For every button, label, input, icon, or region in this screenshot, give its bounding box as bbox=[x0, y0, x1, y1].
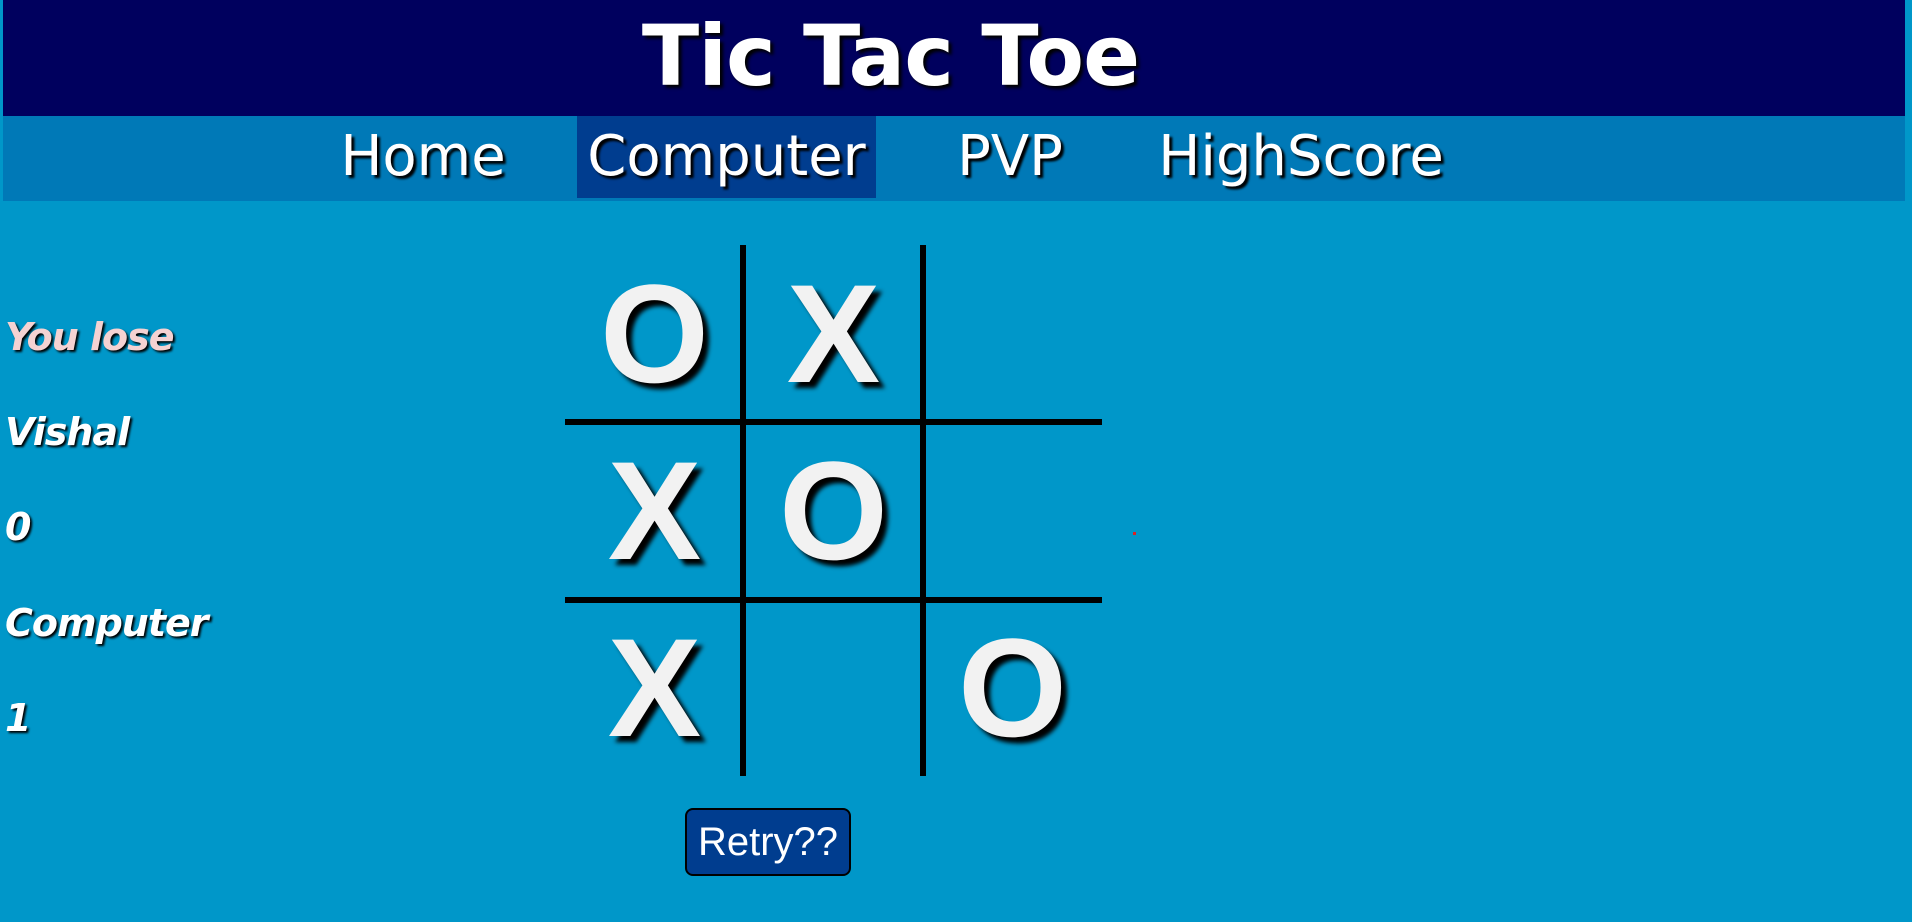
opponent-name: Computer bbox=[5, 601, 209, 645]
board-cell[interactable]: X bbox=[607, 609, 702, 766]
board-cell[interactable] bbox=[923, 245, 1102, 422]
grid-line-vertical bbox=[740, 245, 746, 776]
board-cell[interactable]: O bbox=[779, 432, 888, 589]
game-board: O X X O X O bbox=[565, 245, 1102, 776]
player-score: 0 bbox=[5, 505, 31, 549]
board-cell[interactable] bbox=[744, 599, 923, 776]
board-cell[interactable]: X bbox=[786, 255, 881, 412]
nav-item-highscore[interactable]: HighScore bbox=[1158, 124, 1444, 189]
grid-line-vertical bbox=[920, 245, 926, 776]
board-cell[interactable]: O bbox=[600, 255, 709, 412]
nav-item-computer[interactable]: Computer bbox=[577, 116, 876, 198]
game-result-text: You lose bbox=[5, 315, 175, 359]
player-name: Vishal bbox=[5, 410, 130, 454]
page-title: Tic Tac Toe bbox=[641, 7, 1140, 105]
opponent-score: 1 bbox=[5, 696, 31, 740]
cursor-dot bbox=[1133, 532, 1136, 535]
grid-line-horizontal bbox=[565, 597, 1102, 603]
retry-button[interactable]: Retry?? bbox=[685, 808, 851, 876]
title-bar: Tic Tac Toe bbox=[3, 0, 1905, 116]
board-cell[interactable]: X bbox=[607, 432, 702, 589]
board-cell[interactable] bbox=[923, 422, 1102, 599]
nav-bar: Home Computer PVP HighScore bbox=[3, 116, 1905, 201]
grid-line-horizontal bbox=[565, 419, 1102, 425]
board-cell[interactable]: O bbox=[958, 609, 1067, 766]
nav-item-pvp[interactable]: PVP bbox=[957, 124, 1063, 189]
nav-item-home[interactable]: Home bbox=[340, 124, 506, 189]
